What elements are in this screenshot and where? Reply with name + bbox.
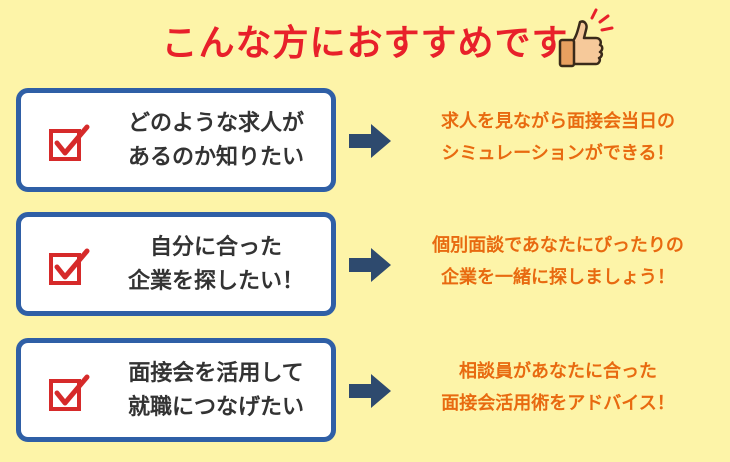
benefit-line: 個別面談であなたにぴったりの [432, 235, 684, 256]
recommendation-row: 自分に合った 企業を探したい！ 個別面談であなたにぴったりの 企業を一緒に探しま… [0, 212, 730, 324]
checkbox-icon [49, 124, 90, 161]
concern-text: どのような求人が あるのか知りたい [101, 107, 331, 175]
benefit-line: 企業を一緒に探しましょう！ [441, 267, 675, 288]
concern-text: 自分に合った 企業を探したい！ [101, 231, 331, 299]
concern-card: 自分に合った 企業を探したい！ [16, 212, 336, 316]
concern-line: あるのか知りたい [127, 145, 304, 170]
benefit-line: 相談員があなたに合った [459, 361, 657, 382]
concern-line: 企業を探したい！ [127, 269, 304, 294]
concern-line: 就職につなげたい [127, 395, 304, 420]
thumbs-up-icon [558, 8, 614, 68]
page-title: こんな方におすすめです [161, 23, 569, 64]
arrow-right-icon [349, 374, 391, 408]
concern-text: 面接会を活用して 就職につなげたい [101, 357, 331, 425]
benefit-text: 個別面談であなたにぴったりの 企業を一緒に探しましょう！ [398, 230, 718, 294]
concern-line: どのような求人が [127, 111, 304, 136]
benefit-text: 求人を見ながら面接会当日の シミュレーションができる！ [398, 106, 718, 170]
benefit-line: 求人を見ながら面接会当日の [441, 111, 675, 132]
arrow-right-icon [349, 248, 391, 282]
benefit-text: 相談員があなたに合った 面接会活用術をアドバイス！ [398, 356, 718, 420]
arrow-right-icon [349, 124, 391, 158]
concern-card: 面接会を活用して 就職につなげたい [16, 338, 336, 442]
concern-card: どのような求人が あるのか知りたい [16, 88, 336, 192]
checkbox-icon [49, 248, 90, 285]
benefit-line: シミュレーションができる！ [441, 143, 675, 164]
benefit-line: 面接会活用術をアドバイス！ [441, 393, 675, 414]
concern-line: 面接会を活用して [128, 361, 304, 386]
recommendation-row: どのような求人が あるのか知りたい 求人を見ながら面接会当日の シミュレーション… [0, 88, 730, 200]
concern-line: 自分に合った [149, 235, 282, 260]
checkbox-icon [49, 374, 90, 411]
recommendation-row: 面接会を活用して 就職につなげたい 相談員があなたに合った 面接会活用術をアドバ… [0, 338, 730, 450]
